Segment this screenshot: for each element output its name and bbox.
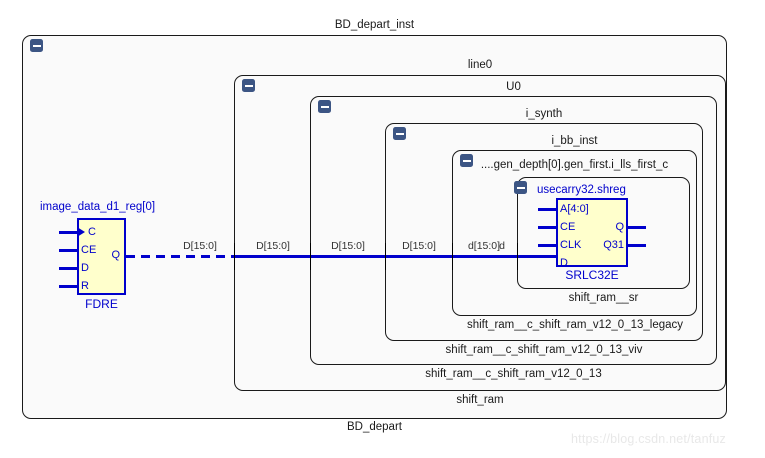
net-label-bus-2: D[15:0] xyxy=(331,240,365,252)
collapse-minus-icon-shift-ram[interactable] xyxy=(242,79,255,92)
collapse-minus-icon-i-synth[interactable] xyxy=(393,127,406,140)
collapse-minus-icon-u0[interactable] xyxy=(318,100,331,113)
hierarchy-bottom-label-shift-ram-sr: shift_ram__sr xyxy=(568,292,639,304)
fdre-cell-body[interactable] xyxy=(77,218,126,295)
net-label-bus-0: D[15:0] xyxy=(183,240,217,252)
fdre-pin-label-q: Q xyxy=(111,249,120,261)
watermark-text: https://blog.csdn.net/tanfuz xyxy=(571,432,727,446)
srlc32e-pin-label-q: Q xyxy=(615,221,624,233)
net-label-bus-1: D[15:0] xyxy=(256,240,290,252)
fdre-pin-label-c: C xyxy=(88,226,96,238)
hierarchy-bottom-label-c-shift-ram-v12-0-13-viv: shift_ram__c_shift_ram_v12_0_13_viv xyxy=(445,344,643,356)
fdre-pin-stub-d[interactable] xyxy=(59,267,78,270)
collapse-minus-icon-bd-depart[interactable] xyxy=(30,39,43,52)
hierarchy-top-label-line0: line0 xyxy=(467,59,493,71)
net-boundary-tick-5 xyxy=(517,243,518,270)
srlc32e-pin-stub-q31[interactable] xyxy=(627,244,646,247)
srlc32e-pin-label-a: A[4:0] xyxy=(560,203,589,215)
srlc32e-instance-name: usecarry32.shreg xyxy=(537,184,626,196)
collapse-minus-icon-i-bb-inst[interactable] xyxy=(460,154,473,167)
hierarchy-bottom-label-c-shift-ram-v12-0-13-legacy: shift_ram__c_shift_ram_v12_0_13_legacy xyxy=(466,319,684,331)
net-segment-bus-3[interactable] xyxy=(385,255,453,258)
srlc32e-pin-stub-clk[interactable] xyxy=(538,244,557,247)
net-label-bus-5: d xyxy=(499,240,505,252)
fdre-clock-triangle-icon xyxy=(77,227,85,237)
net-segment-bus-2[interactable] xyxy=(310,255,386,258)
srlc32e-pin-label-d: D xyxy=(560,257,568,269)
srlc32e-pin-stub-d[interactable] xyxy=(538,255,557,258)
srlc32e-pin-label-clk: CLK xyxy=(560,239,582,251)
net-boundary-tick-2 xyxy=(310,243,311,270)
net-segment-bus-4[interactable] xyxy=(452,255,518,258)
net-boundary-tick-3 xyxy=(385,243,386,270)
fdre-pin-stub-c[interactable] xyxy=(59,231,78,234)
hierarchy-top-label-i-bb-inst: i_bb_inst xyxy=(551,135,598,147)
net-boundary-tick-4 xyxy=(452,243,453,270)
net-label-bus-4: d[15:0] xyxy=(467,240,501,252)
hierarchy-top-label-gen-depth-gen-first-i-lls-first-c: ....gen_depth[0].gen_first.i_lls_first_c xyxy=(480,159,669,171)
hierarchy-top-label-bd-depart-inst: BD_depart_inst xyxy=(334,19,415,31)
srlc32e-pin-label-ce: CE xyxy=(560,221,576,233)
fdre-pin-stub-r[interactable] xyxy=(59,285,78,288)
hierarchy-bottom-label-shift-ram: shift_ram xyxy=(456,394,504,406)
fdre-instance-name: image_data_d1_reg[0] xyxy=(40,201,156,213)
fdre-pin-stub-ce[interactable] xyxy=(59,249,78,252)
fdre-pin-label-ce: CE xyxy=(81,244,97,256)
srlc32e-cell-body[interactable] xyxy=(556,198,628,267)
fdre-pin-label-r: R xyxy=(81,280,89,292)
collapse-minus-icon-gen-depth[interactable] xyxy=(514,181,527,194)
hierarchy-top-label-i-synth: i_synth xyxy=(525,108,563,120)
hierarchy-bottom-label-bd-depart: BD_depart xyxy=(347,421,402,433)
net-segment-bus-1[interactable] xyxy=(234,255,311,258)
srlc32e-pin-stub-ce[interactable] xyxy=(538,226,557,229)
hierarchy-top-label-u0: U0 xyxy=(506,81,521,93)
srlc32e-pin-stub-a[interactable] xyxy=(538,208,557,211)
srlc32e-pin-label-q31: Q31 xyxy=(603,239,624,251)
srlc32e-type-name: SRLC32E xyxy=(565,268,619,282)
fdre-pin-label-d: D xyxy=(81,262,89,274)
net-label-bus-3: D[15:0] xyxy=(402,240,436,252)
net-segment-bus-5[interactable] xyxy=(517,255,556,258)
srlc32e-pin-stub-q[interactable] xyxy=(627,226,646,229)
net-segment-bus-dashed[interactable] xyxy=(126,255,234,258)
hierarchy-bottom-label-c-shift-ram-v12-0-13: shift_ram__c_shift_ram_v12_0_13 xyxy=(425,368,602,380)
net-boundary-tick-1 xyxy=(234,243,235,270)
fdre-type-name: FDRE xyxy=(85,297,118,311)
